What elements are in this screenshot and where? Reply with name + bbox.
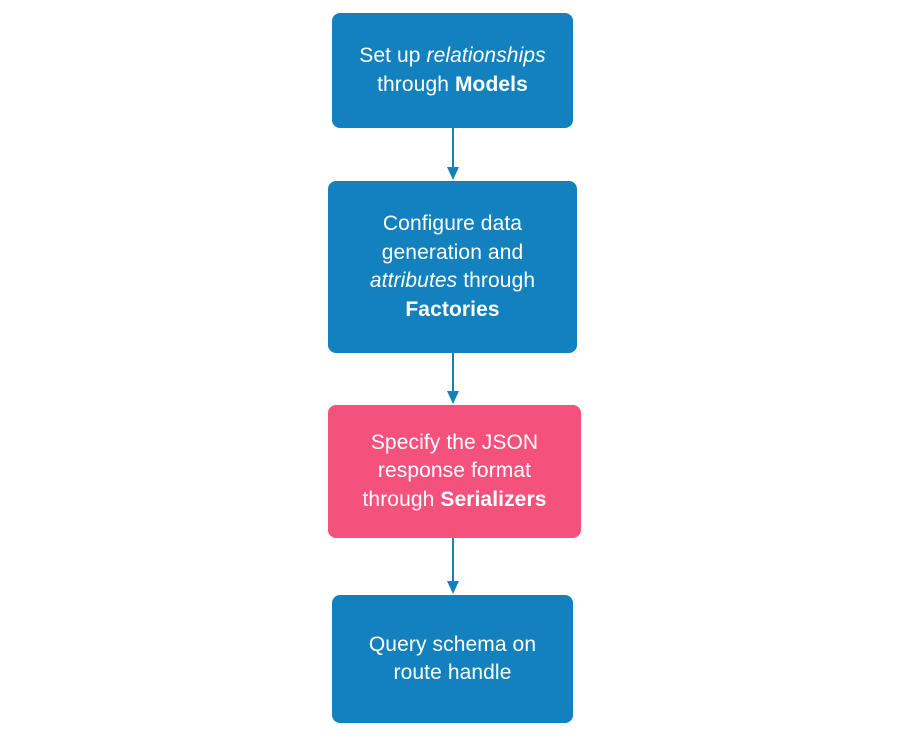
- arrow-down-icon: [447, 538, 459, 594]
- arrow-down-icon: [447, 128, 459, 180]
- arrow-down-icon: [447, 353, 459, 404]
- flow-edge-serializers-route: [446, 538, 460, 595]
- flow-edge-models-factories: [446, 128, 460, 181]
- flow-edge-factories-serializers: [446, 353, 460, 405]
